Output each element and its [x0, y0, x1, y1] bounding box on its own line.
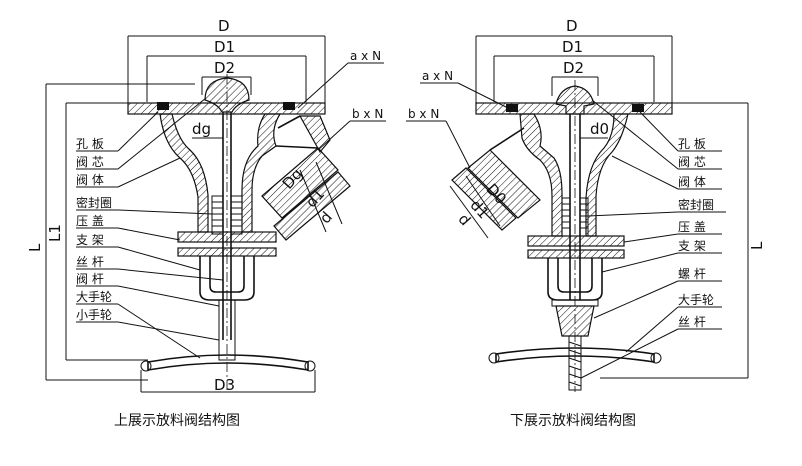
dim-axN: a x N: [350, 49, 381, 63]
label-sigan: 丝 杆: [76, 255, 104, 269]
label-fagan: 阀 杆: [76, 272, 104, 286]
label-yagai: 压 盖: [76, 214, 104, 228]
label-mifengquan: 密封圈: [678, 197, 714, 212]
label-zhijia: 支 架: [678, 239, 706, 253]
dim-D2: D2: [214, 59, 235, 77]
right-valve-drawing: D D1 D2: [406, 17, 766, 429]
dim-L1: L1: [46, 224, 64, 242]
label-dashoulun: 大手轮: [76, 290, 112, 304]
label-sigan: 丝 杆: [678, 315, 706, 329]
label-luogan: 螺 杆: [678, 267, 706, 281]
right-caption: 下展示放料阀结构图: [510, 413, 636, 429]
dim-D: D: [566, 17, 578, 35]
label-mifengquan: 密封圈: [76, 195, 112, 210]
label-dashoulun: 大手轮: [678, 293, 714, 307]
dim-dg: dg: [192, 120, 211, 138]
dim-d: d: [316, 208, 336, 227]
dim-D3: D3: [214, 376, 235, 394]
label-faxin: 阀 芯: [76, 155, 104, 169]
label-kongban: 孔 板: [678, 137, 706, 151]
dim-D1: D1: [562, 38, 583, 56]
dim-D1: D1: [214, 38, 235, 56]
dim-D2: D2: [563, 59, 584, 77]
dim-d0: d0: [590, 120, 609, 138]
dim-axN: a x N: [422, 69, 453, 83]
label-xiaoshoulun: 小手轮: [76, 308, 112, 322]
left-valve-drawing: D D1 D2: [26, 17, 386, 429]
dim-D: D: [218, 17, 230, 35]
dim-bxN: b x N: [408, 107, 439, 121]
right-part-labels: 孔 板 阀 芯 阀 体 密封圈 压 盖 支 架 螺 杆 大手轮 丝 杆: [580, 99, 726, 379]
left-caption: 上展示放料阀结构图: [114, 413, 240, 429]
dim-L: L: [26, 243, 44, 252]
left-part-labels: 孔 板 阀 芯 阀 体 密封圈 压 盖 支 架 丝 杆 阀 杆 大手轮 小手轮: [76, 97, 224, 359]
label-fati: 阀 体: [678, 175, 706, 189]
dim-bxN: b x N: [352, 107, 383, 121]
label-kongban: 孔 板: [76, 137, 104, 151]
label-fati: 阀 体: [76, 173, 104, 187]
label-yagai: 压 盖: [678, 220, 706, 234]
label-faxin: 阀 芯: [678, 155, 706, 169]
label-zhijia: 支 架: [76, 233, 104, 247]
dim-d: d: [455, 210, 475, 229]
dim-L: L: [748, 241, 766, 250]
